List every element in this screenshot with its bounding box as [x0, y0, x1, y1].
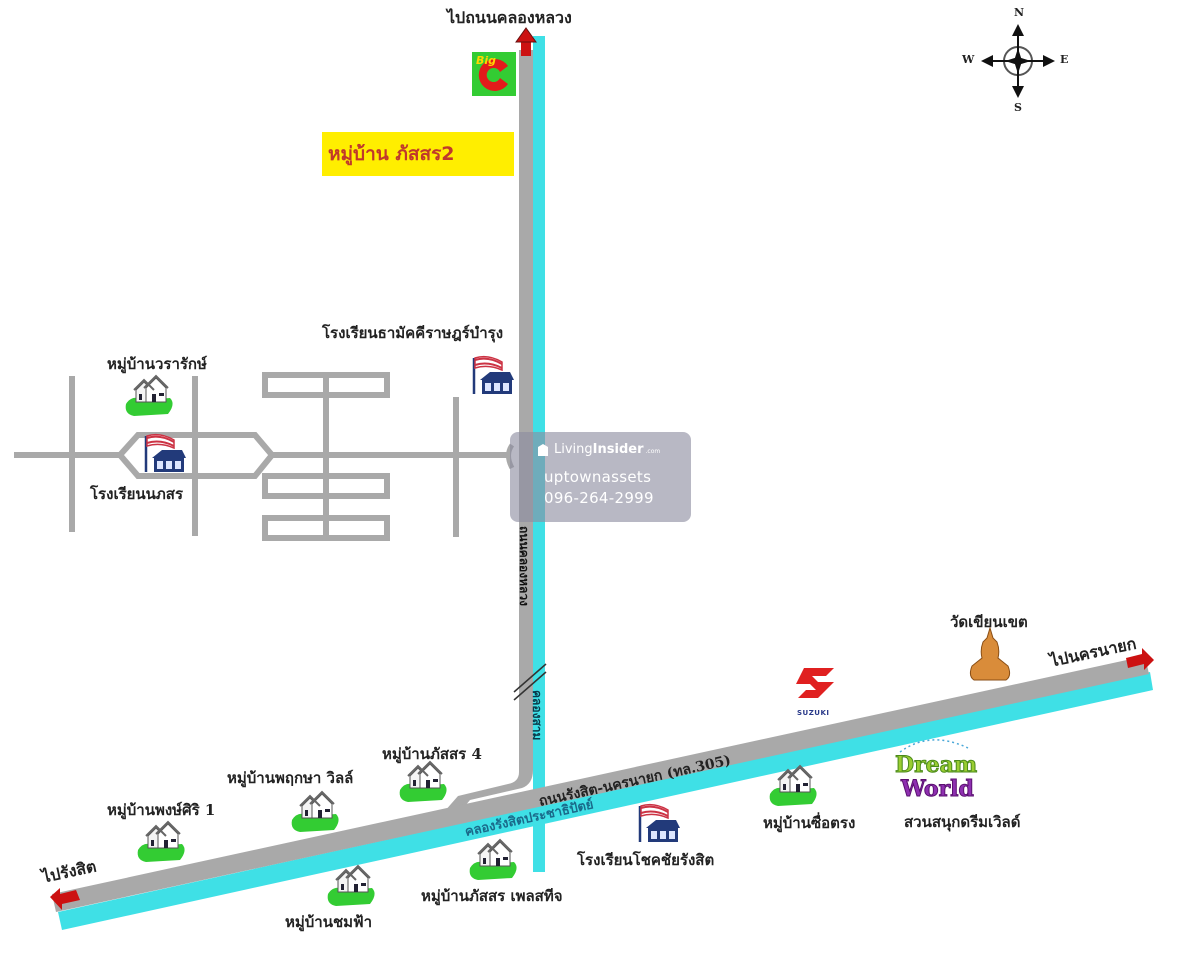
main-road: [52, 656, 1149, 912]
vertical-road-label: ถนนคลองหลวง: [517, 526, 531, 606]
school-label-naphasorn: โรงเรียนนภสร: [90, 485, 184, 503]
dream-world-line2: World: [901, 776, 975, 803]
big-c-logo: Big: [472, 52, 516, 96]
watermark-brand: Living Insider .com: [554, 442, 660, 457]
north-arrow-icon: [515, 27, 537, 56]
village-label-vararak: หมู่บ้านวรารักษ์: [107, 355, 207, 373]
compass-rose: N S E W: [960, 4, 1080, 116]
vertical-road-bend: [444, 760, 533, 812]
suzuki-text: SUZUKI: [797, 709, 830, 717]
village-label-pongsiri1: หมู่บ้านพงษ์ศิริ 1: [107, 801, 216, 819]
school-label-samakkee: โรงเรียนธามัคคีราษฎร์บำรุง: [322, 324, 504, 342]
big-c-text: Big: [476, 54, 497, 67]
dream-world-line1: Dream: [894, 752, 978, 779]
project-title: หมู่บ้าน ภัสสร2: [328, 143, 455, 165]
village-icon-vararak: [124, 375, 174, 417]
temple-icon: [969, 626, 1011, 681]
compass-south: S: [1014, 101, 1022, 114]
village-icon-pruksa-ville: [290, 791, 340, 833]
village-icon-passorn4: [398, 761, 448, 803]
dream-world-logo: Dream World: [893, 740, 993, 810]
village-icon-pongsiri1: [136, 821, 186, 863]
watermark-brand-part1: Living: [554, 442, 593, 457]
bridge-icon: [513, 663, 547, 701]
main-canal: [58, 672, 1153, 930]
village-label-suetrong: หมู่บ้านซื่อตรง: [763, 814, 856, 832]
school-label-chokchai: โรงเรียนโชคชัยรังสิต: [577, 851, 715, 869]
village-label-pruksa-ville: หมู่บ้านพฤกษา วิลล์: [227, 769, 354, 787]
watermark-overlay: Living Insider .com uptownassets 096-264…: [510, 432, 691, 522]
village-label-chomfah: หมู่บ้านชมฟ้า: [285, 913, 373, 931]
vertical-road: [519, 50, 533, 770]
living-insider-logo-icon: [538, 444, 548, 456]
watermark-user: uptownassets: [544, 468, 652, 486]
compass-icon: [981, 24, 1055, 98]
east-arrow-icon: [1126, 648, 1154, 670]
dream-world-label: สวนสนุกดรีมเวิลด์: [904, 813, 1021, 831]
dream-world-sparkle: [899, 739, 969, 753]
compass-east: E: [1060, 53, 1069, 66]
village-icon-chomfah: [326, 865, 376, 907]
direction-label-north: ไปถนนคลองหลวง: [447, 8, 572, 27]
village-label-passorn4: หมู่บ้านภัสสร 4: [382, 745, 482, 763]
village-label-passorn-prestige: หมู่บ้านภัสสร เพลสทีจ: [421, 887, 563, 905]
compass-north: N: [1014, 6, 1025, 19]
watermark-brand-part2: Insider: [592, 442, 644, 457]
school-icon-naphasorn: [144, 433, 188, 474]
school-icon-samakkee: [472, 355, 516, 396]
watermark-phone: 096-264-2999: [544, 489, 654, 507]
vertical-canal-label: คลองสาม: [530, 690, 544, 741]
watermark-brand-suffix: .com: [645, 448, 661, 455]
school-icon-chokchai: [638, 803, 682, 844]
local-road-network: [14, 372, 515, 541]
west-arrow-icon: [50, 888, 80, 910]
village-icon-passorn-prestige: [468, 839, 518, 881]
temple-label: วัดเขียนเขต: [950, 613, 1028, 631]
project-title-box: หมู่บ้าน ภัสสร2: [322, 132, 514, 176]
suzuki-logo: [796, 668, 834, 698]
compass-west: W: [962, 53, 975, 66]
